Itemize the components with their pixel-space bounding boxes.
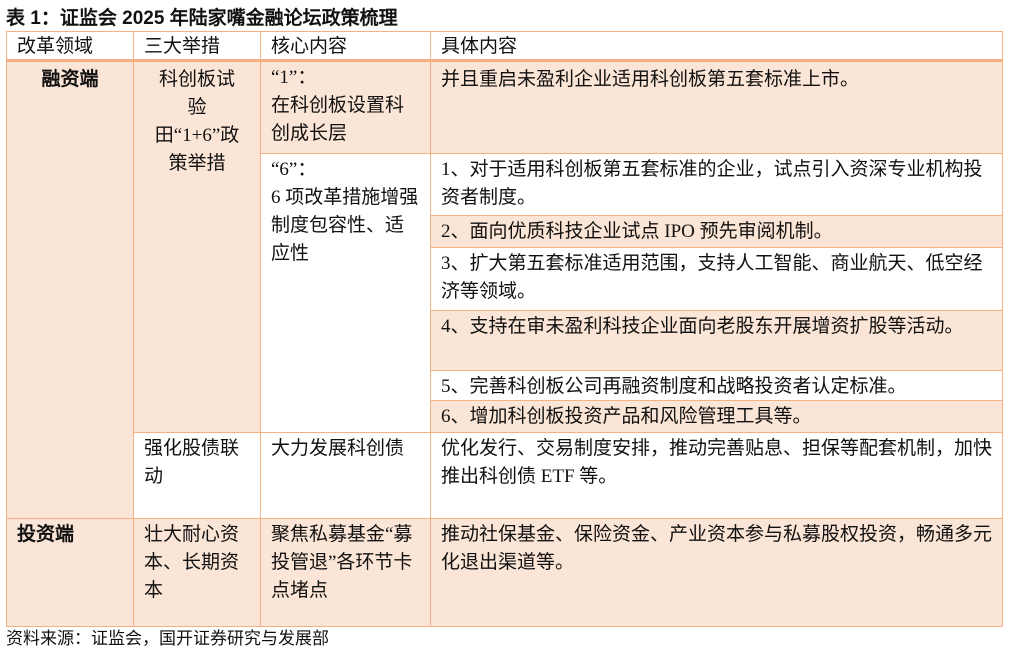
header-core: 核心内容 <box>260 31 431 62</box>
detail-1: 并且重启未盈利企业适用科创板第五套标准上市。 <box>430 61 1003 154</box>
measure-star-market: 科创板试验田“1+6”政策举措 <box>133 61 261 433</box>
area-financing: 融资端 <box>6 61 134 519</box>
detail-6-item: 6、增加科创板投资产品和风险管理工具等。 <box>430 400 1003 433</box>
core-6: “6”： 6 项改革措施增强制度包容性、适应性 <box>260 153 431 433</box>
core-bond: 大力发展科创债 <box>260 432 431 519</box>
header-detail: 具体内容 <box>430 31 1003 62</box>
detail-6-item: 2、面向优质科技企业试点 IPO 预先审阅机制。 <box>430 215 1003 248</box>
measure-bond: 强化股债联动 <box>133 432 261 519</box>
detail-bond: 优化发行、交易制度安排，推动完善贴息、担保等配套机制，加快推出科创债 ETF 等… <box>430 432 1003 519</box>
detail-6-item: 1、对于适用科创板第五套标准的企业，试点引入资深专业机构投资者制度。 <box>430 153 1003 216</box>
table-title: 表 1：证监会 2025 年陆家嘴金融论坛政策梳理 <box>6 8 398 29</box>
header-area: 改革领域 <box>6 31 134 62</box>
detail-6-item: 4、支持在审未盈利科技企业面向老股东开展增资扩股等活动。 <box>430 310 1003 371</box>
core-private-fund: 聚焦私募基金“募投管退”各环节卡点堵点 <box>260 518 431 627</box>
source-note: 资料来源：证监会，国开证券研究与发展部 <box>6 629 329 648</box>
detail-6-item: 3、扩大第五套标准适用范围，支持人工智能、商业航天、低空经济等领域。 <box>430 247 1003 311</box>
detail-6-item: 5、完善科创板公司再融资制度和战略投资者认定标准。 <box>430 370 1003 401</box>
core-1: “1”： 在科创板设置科创成长层 <box>260 61 431 154</box>
measure-patient-capital: 壮大耐心资本、长期资本 <box>133 518 261 627</box>
detail-private-equity: 推动社保基金、保险资金、产业资本参与私募股权投资，畅通多元化退出渠道等。 <box>430 518 1003 627</box>
area-investment: 投资端 <box>6 518 134 627</box>
header-measure: 三大举措 <box>133 31 261 62</box>
